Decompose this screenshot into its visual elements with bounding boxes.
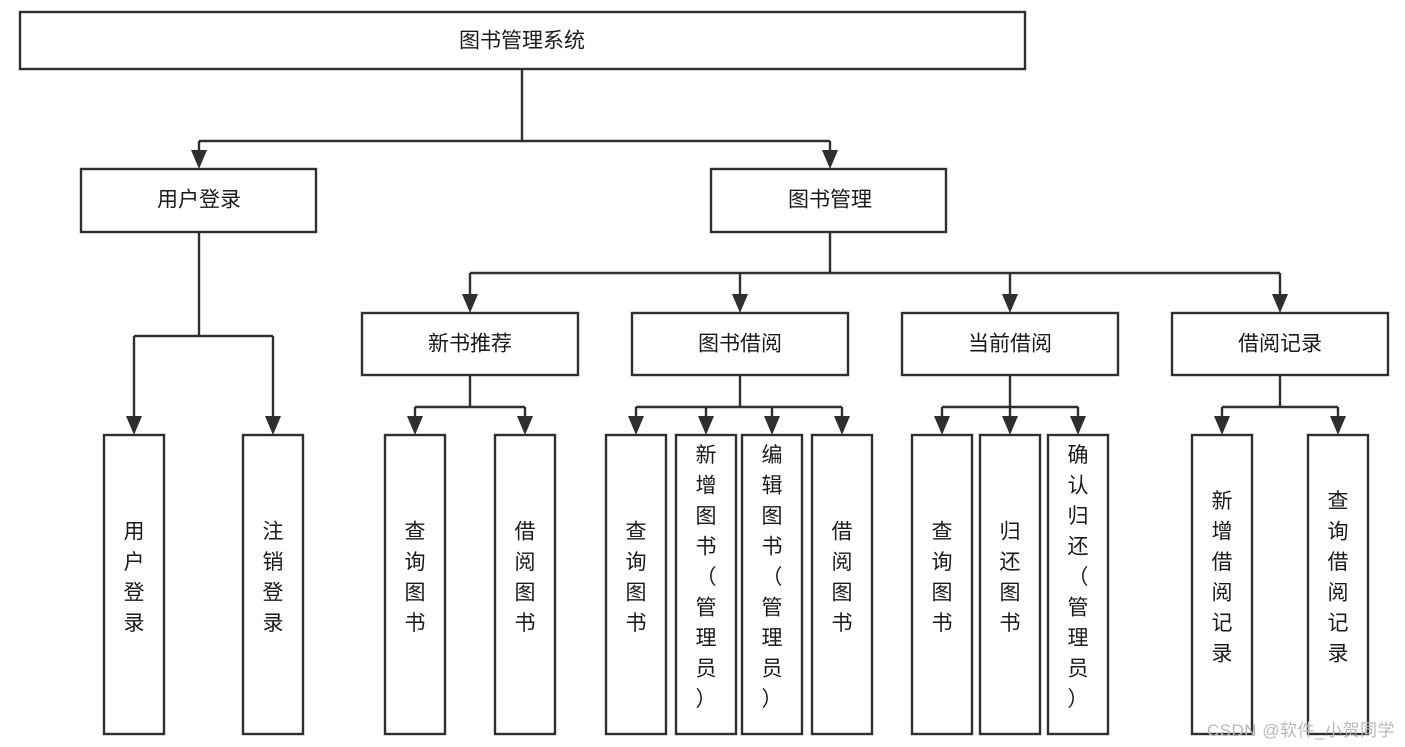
node-root-box — [18, 10, 1027, 71]
node-new-book-rec-box — [360, 311, 580, 377]
node-leaf-borrow-book-1-box — [493, 433, 557, 736]
arrow-new-book-rec — [462, 294, 478, 313]
node-leaf-query-book-2-box — [604, 433, 668, 736]
arrow-leaf-edit-book — [764, 416, 780, 435]
node-leaf-add-record-box — [1190, 433, 1254, 736]
node-book-borrow-label: 图书借阅 — [698, 333, 782, 356]
node-leaf-query-record-label: 查询借阅记录 — [1328, 490, 1349, 666]
node-leaf-return-book-label: 归还图书 — [1000, 520, 1021, 635]
arrow-leaf-add-book — [698, 416, 714, 435]
node-book-manage-label: 图书管理 — [788, 189, 872, 212]
node-leaf-query-book-1[interactable]: 查询图书 — [383, 433, 447, 736]
node-leaf-add-record-label: 新增借阅记录 — [1212, 490, 1233, 666]
arrow-leaf-return-book — [1002, 416, 1018, 435]
node-leaf-borrow-book-1[interactable]: 借阅图书 — [493, 433, 557, 736]
node-leaf-user-login-box — [102, 433, 166, 736]
node-leaf-query-book-2[interactable]: 查询图书 — [604, 433, 668, 736]
node-user-login-box — [79, 167, 318, 234]
node-new-book-rec-label: 新书推荐 — [428, 333, 512, 356]
node-borrow-record-label: 借阅记录 — [1238, 333, 1322, 356]
node-borrow-record-box — [1170, 311, 1390, 377]
arrow-leaf-query-record — [1330, 416, 1346, 435]
node-leaf-confirm-return-box — [1046, 433, 1110, 736]
arrow-leaf-query-book-3 — [934, 416, 950, 435]
arrow-leaf-logout — [265, 416, 281, 435]
arrow-book-manage — [822, 150, 838, 169]
node-leaf-user-login[interactable]: 用户登录 — [102, 433, 166, 736]
node-leaf-borrow-book-2-box — [810, 433, 874, 736]
node-user-login-label: 用户登录 — [157, 189, 241, 212]
edge-group — [126, 69, 1346, 435]
node-leaf-borrow-book-2-label: 借阅图书 — [832, 520, 853, 635]
node-leaf-edit-book-label: 编辑图书（管理员） — [762, 444, 783, 711]
arrow-leaf-add-record — [1214, 416, 1230, 435]
arrow-leaf-query-book-1 — [407, 416, 423, 435]
node-current-borrow-label: 当前借阅 — [968, 333, 1052, 356]
node-root-label: 图书管理系统 — [459, 30, 585, 53]
node-leaf-user-login-label: 用户登录 — [124, 520, 145, 635]
node-root[interactable]: 图书管理系统 — [18, 10, 1027, 71]
node-leaf-borrow-book-2[interactable]: 借阅图书 — [810, 433, 874, 736]
node-leaf-add-record[interactable]: 新增借阅记录 — [1190, 433, 1254, 736]
node-leaf-edit-book[interactable]: 编辑图书（管理员） — [740, 433, 804, 736]
arrow-leaf-query-book-2 — [628, 416, 644, 435]
node-leaf-add-book-label: 新增图书（管理员） — [696, 444, 717, 711]
node-current-borrow-box — [900, 311, 1120, 377]
node-new-book-rec[interactable]: 新书推荐 — [360, 311, 580, 377]
node-leaf-borrow-book-1-label: 借阅图书 — [515, 520, 536, 635]
node-leaf-query-book-3-label: 查询图书 — [932, 520, 953, 635]
node-leaf-query-book-3[interactable]: 查询图书 — [910, 433, 974, 736]
node-borrow-record[interactable]: 借阅记录 — [1170, 311, 1390, 377]
arrow-leaf-borrow-book-2 — [834, 416, 850, 435]
node-leaf-query-book-2-label: 查询图书 — [626, 520, 647, 635]
node-leaf-logout-box — [241, 433, 305, 736]
node-leaf-logout-label: 注销登录 — [263, 520, 284, 635]
node-leaf-query-record-box — [1306, 433, 1370, 736]
arrow-current-borrow — [1002, 294, 1018, 313]
node-leaf-return-book-box — [978, 433, 1042, 736]
node-leaf-edit-book-box — [740, 433, 804, 736]
node-book-manage[interactable]: 图书管理 — [709, 167, 948, 234]
node-user-login[interactable]: 用户登录 — [79, 167, 318, 234]
arrow-user-login — [191, 150, 207, 169]
node-leaf-query-book-3-box — [910, 433, 974, 736]
node-leaf-logout[interactable]: 注销登录 — [241, 433, 305, 736]
node-leaf-confirm-return-label: 确认归还（管理员） — [1068, 444, 1089, 711]
node-leaf-query-book-1-box — [383, 433, 447, 736]
node-book-borrow[interactable]: 图书借阅 — [630, 311, 850, 377]
arrow-borrow-record — [1272, 294, 1288, 313]
node-book-manage-box — [709, 167, 948, 234]
arrow-leaf-confirm-return — [1070, 416, 1086, 435]
arrow-book-borrow — [732, 294, 748, 313]
node-current-borrow[interactable]: 当前借阅 — [900, 311, 1120, 377]
node-leaf-confirm-return[interactable]: 确认归还（管理员） — [1046, 433, 1110, 736]
node-leaf-return-book[interactable]: 归还图书 — [978, 433, 1042, 736]
node-book-borrow-box — [630, 311, 850, 377]
arrow-leaf-user-login — [126, 416, 142, 435]
node-leaf-query-record[interactable]: 查询借阅记录 — [1306, 433, 1370, 736]
node-leaf-query-book-1-label: 查询图书 — [405, 520, 426, 635]
node-leaf-add-book-box — [674, 433, 738, 736]
node-leaf-add-book[interactable]: 新增图书（管理员） — [674, 433, 738, 736]
arrow-leaf-borrow-book-1 — [517, 416, 533, 435]
